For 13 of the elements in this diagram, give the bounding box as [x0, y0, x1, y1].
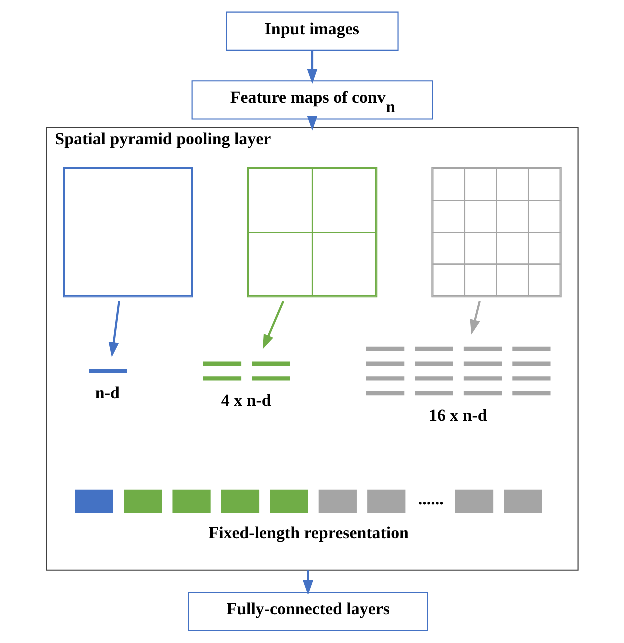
node-box: Fully-connected layers — [188, 592, 428, 632]
node-bar — [88, 369, 127, 374]
node-label: 4 x n-d — [220, 391, 271, 410]
arrow — [302, 570, 313, 596]
node-label: n-d — [94, 384, 120, 403]
arrow — [470, 301, 480, 335]
arrow — [108, 301, 120, 358]
node-label: 16 x n-d — [428, 406, 487, 425]
node-label: Fixed-length representation — [208, 523, 408, 542]
arrow — [306, 116, 318, 131]
arrow — [306, 50, 318, 84]
node-box: Input images — [226, 12, 398, 51]
arrow — [262, 300, 284, 350]
